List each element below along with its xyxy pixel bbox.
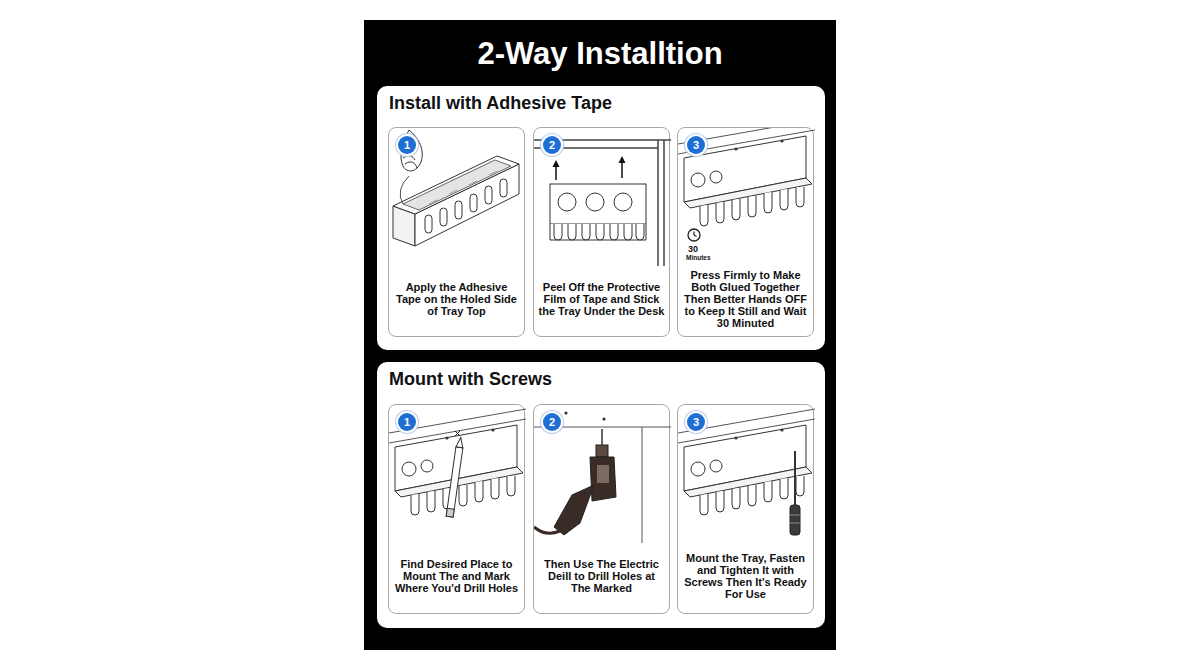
illustration-part <box>446 508 454 517</box>
step-card: Apply the Adhesive Tape on the Holed Sid… <box>388 127 525 337</box>
step-card: Find Desired Place to Mount The and Mark… <box>388 404 525 614</box>
illustration-part <box>534 527 560 533</box>
illustration-part <box>455 431 460 436</box>
callout-number: 1 <box>398 136 416 154</box>
caption-holder: Apply the Adhesive Tape on the Holed Sid… <box>389 266 524 332</box>
step-number: 1 <box>398 413 416 431</box>
step-card: Mount the Tray, Fasten and Tighten It wi… <box>677 404 814 614</box>
illustration-part <box>534 140 671 266</box>
illustration-part <box>485 186 492 204</box>
illustration-part <box>678 409 815 515</box>
caption-holder: Press Firmly to Make Both Glued Together… <box>678 266 813 332</box>
illustration-part <box>500 179 507 197</box>
step-number: 1 <box>398 136 416 154</box>
illustration-part <box>455 201 462 219</box>
timer-unit: Minutes <box>686 254 711 262</box>
illustration-part <box>553 160 560 167</box>
diagram-title: 2-Way Installtion <box>364 36 836 72</box>
caption-holder: Find Desired Place to Mount The and Mark… <box>389 543 524 609</box>
step-card: Then Use The Electric Deill to Drill Hol… <box>533 404 670 614</box>
illustration-part <box>678 128 815 226</box>
illustration-part <box>794 451 796 505</box>
step-caption: Then Use The Electric Deill to Drill Hol… <box>538 558 665 594</box>
caption-holder: Mount the Tray, Fasten and Tighten It wi… <box>678 543 813 609</box>
illustration-part <box>400 176 409 204</box>
illustration-part <box>602 417 605 420</box>
callout-number: 2 <box>543 136 561 154</box>
illustration-part <box>550 224 646 240</box>
section-heading: Mount with Screws <box>389 369 813 390</box>
section-heading: Install with Adhesive Tape <box>389 93 813 114</box>
illustration-part <box>534 427 671 543</box>
step-caption: Find Desired Place to Mount The and Mark… <box>393 558 520 594</box>
illustration-part <box>403 160 511 210</box>
illustration-part <box>554 485 594 535</box>
illustration-part <box>790 505 800 535</box>
illustration-part <box>596 445 608 457</box>
step-caption: Peel Off the Protective Film of Tape and… <box>538 281 665 317</box>
label-holder: Minutes <box>686 254 711 262</box>
label-holder: 30 <box>688 244 698 254</box>
callout-number: 3 <box>687 413 705 431</box>
illustration-part <box>586 193 604 211</box>
illustration-part <box>440 208 447 226</box>
illustration-part <box>590 457 616 501</box>
step-card: Peel Off the Protective Film of Tape and… <box>533 127 670 337</box>
illustration-part <box>470 194 477 212</box>
illustration-part <box>597 465 609 483</box>
caption-holder: Then Use The Electric Deill to Drill Hol… <box>534 543 669 609</box>
illustration-part <box>558 193 576 211</box>
step-number: 2 <box>543 136 561 154</box>
callout-number: 1 <box>398 413 416 431</box>
step-card: Press Firmly to Make Both Glued Together… <box>677 127 814 337</box>
illustration-part <box>429 171 497 204</box>
timer-number: 30 <box>688 244 698 254</box>
illustration-part <box>614 193 632 211</box>
step-caption: Mount the Tray, Fasten and Tighten It wi… <box>682 552 809 600</box>
step-caption: Press Firmly to Make Both Glued Together… <box>682 269 809 329</box>
illustration-part <box>556 162 622 180</box>
illustration-part <box>456 437 464 448</box>
illustration-part <box>564 411 567 414</box>
illustration-part <box>425 215 432 233</box>
callout-number: 3 <box>687 136 705 154</box>
illustration-part <box>403 156 417 168</box>
illustration-part <box>550 184 646 224</box>
step-number: 2 <box>543 413 561 431</box>
step-number: 3 <box>687 136 705 154</box>
title-holder: 2-Way Installtion <box>364 36 836 72</box>
illustration-part <box>446 447 463 517</box>
caption-holder: Peel Off the Protective Film of Tape and… <box>534 266 669 332</box>
illustration-part <box>554 224 644 240</box>
illustration-part <box>446 437 464 517</box>
section-panel: Mount with Screws Find Desired Place to … <box>377 362 825 628</box>
step-caption: Apply the Adhesive Tape on the Holed Sid… <box>393 281 520 317</box>
section-panel: Install with Adhesive Tape Apply the Adh… <box>377 86 825 350</box>
illustration-part <box>790 515 800 523</box>
illustration-part <box>619 156 626 163</box>
step-number: 3 <box>687 413 705 431</box>
callout-number: 2 <box>543 413 561 431</box>
illustration-part <box>688 229 700 241</box>
illustration-part <box>694 232 697 237</box>
illustration-part <box>601 429 603 445</box>
